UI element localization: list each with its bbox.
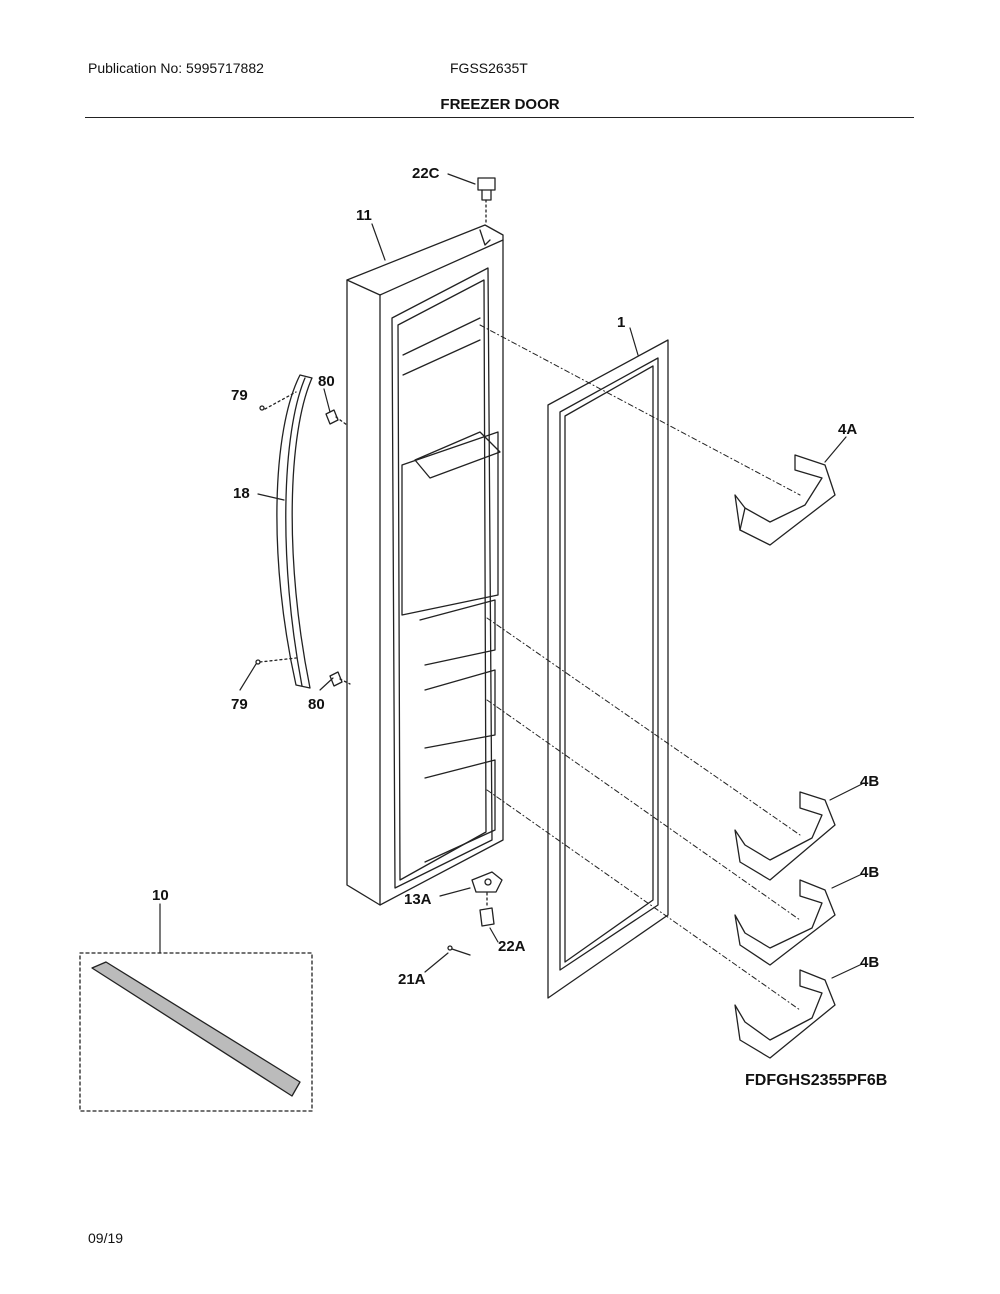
cap-part-22C	[477, 177, 496, 226]
trim-kit-part-10	[79, 952, 313, 1112]
screw-part-80-bottom	[329, 671, 351, 687]
screw-part-79-bottom	[255, 657, 297, 665]
callout-4B-3: 4B	[860, 954, 879, 971]
figure-code: FDFGHS2355PF6B	[745, 1072, 888, 1089]
callout-4B-2: 4B	[860, 864, 879, 881]
callout-79-top: 79	[231, 387, 248, 404]
callout-4B-1: 4B	[860, 773, 879, 790]
callout-10: 10	[152, 887, 169, 904]
screw-part-80-top	[325, 409, 348, 426]
model-number: FGSS2635T	[450, 60, 528, 76]
callout-1: 1	[617, 314, 625, 331]
callout-11: 11	[356, 207, 372, 224]
hinge-pin-part-22A	[479, 892, 495, 927]
publication-date: 09/19	[88, 1230, 124, 1246]
door-bin-part-4B-1	[734, 791, 836, 881]
screw-part-79-top	[259, 391, 297, 411]
callout-79-bottom: 79	[231, 696, 248, 713]
door-bin-part-4B-2	[734, 879, 836, 966]
screw-part-21A	[447, 945, 471, 956]
callout-4A: 4A	[838, 421, 857, 438]
freezer-door-part-11	[346, 224, 504, 906]
callout-22A: 22A	[498, 938, 526, 955]
callout-21A: 21A	[398, 971, 426, 988]
callout-18: 18	[233, 485, 250, 502]
door-bin-part-4A	[734, 454, 836, 546]
callout-80-top: 80	[318, 373, 335, 390]
bin-alignment-lines	[479, 324, 801, 1011]
callout-13A: 13A	[404, 891, 432, 908]
page-title: FREEZER DOOR	[440, 96, 560, 113]
callout-leaders	[159, 173, 863, 979]
callout-80-bottom: 80	[308, 696, 325, 713]
hinge-part-13A	[471, 871, 503, 893]
publication-number: Publication No: 5995717882	[88, 60, 264, 76]
gasket-part-1	[547, 339, 669, 999]
door-bin-part-4B-3	[734, 969, 836, 1059]
handle-part-18	[276, 374, 313, 689]
header-divider	[85, 117, 914, 118]
callout-22C: 22C	[412, 165, 440, 182]
